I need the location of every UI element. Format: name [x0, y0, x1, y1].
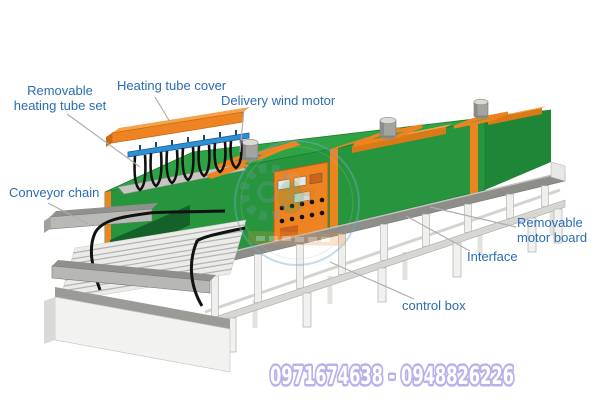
- wind-motor-2: [379, 117, 397, 140]
- conveyor-chain-far: [89, 209, 226, 291]
- motor-pad-3: [453, 111, 509, 129]
- conveyor-assembly: [44, 203, 247, 373]
- wind-motor-1: [241, 139, 259, 162]
- gear-icon: [239, 163, 297, 221]
- label-removable-motor-board: Removable motor board: [517, 215, 588, 245]
- heating-tube-slot: [117, 163, 247, 195]
- wind-motor-3: [473, 98, 489, 119]
- label-removable-heating-tube-set: Removable heating tube set: [13, 83, 107, 113]
- phone-numbers: 0971674638 - 0948826226: [270, 361, 514, 390]
- leader-lines: [47, 96, 517, 300]
- label-control-box: control box: [402, 298, 466, 313]
- delivery-wind-motors: [241, 98, 489, 162]
- label-conveyor-chain: Conveyor chain: [9, 185, 100, 200]
- watermark-logo: [234, 140, 360, 266]
- heating-tube-set-part: [127, 130, 250, 192]
- label-delivery-wind-motor: Delivery wind motor: [221, 93, 336, 108]
- conveyor-chain-near: [189, 226, 246, 307]
- motor-pad-2: [353, 124, 423, 147]
- label-interface: Interface: [467, 249, 518, 264]
- label-heating-tube-cover: Heating tube cover: [117, 78, 227, 93]
